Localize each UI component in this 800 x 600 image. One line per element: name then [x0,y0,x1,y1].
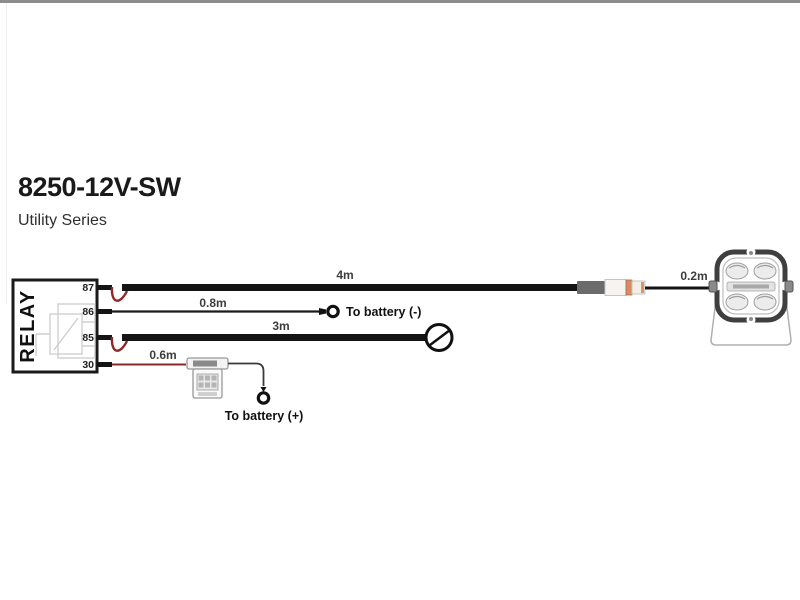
relay-pin-86-stub [97,309,112,314]
left-border-artifact [6,3,7,303]
relay-component: RELAY 87 86 85 30 [11,278,112,374]
relay-pin-85-stub [97,335,112,340]
toggle-switch-lever-icon [429,329,451,346]
wire-switch-length-label: 3m [272,319,289,333]
connector-orange-seal [625,279,633,296]
relay-pin-label-85: 85 [82,332,94,344]
light-side-tab-left [708,280,718,293]
wire-fuse-to-positive-terminal [228,362,265,386]
page-subtitle: Utility Series [18,212,107,229]
to-battery-negative-label: To battery (-) [346,305,421,319]
relay-pin-label-86: 86 [82,306,94,318]
led-light-pod-icon [708,247,794,325]
red-jumper-wire-pin85 [110,336,129,352]
ring-terminal-positive-icon [256,391,271,405]
relay-box [11,278,99,374]
inline-fuse-holder-icon [186,357,229,399]
connector-orange-stripe [641,282,644,293]
ring-terminal-negative-icon [326,304,340,319]
wire-switch-3m [122,334,425,341]
red-jumper-wire-pin87 [110,286,129,302]
connector-heatshrink-sleeve [577,281,605,294]
relay-pin-87-stub [97,285,112,290]
wire-light-lead-length-label: 0.2m [680,269,707,283]
relay-label: RELAY [17,289,39,362]
wire-main-4m [122,284,577,291]
connector-body-female [604,279,627,296]
wire-main-length-label: 4m [336,268,353,282]
top-border-strip [0,0,800,3]
to-battery-positive-label: To battery (+) [225,409,304,423]
relay-pin-label-30: 30 [82,359,94,371]
ring-terminal-negative-crimp [319,308,326,315]
page-title: 8250-12V-SW [18,172,181,202]
relay-pin-label-87: 87 [82,282,94,294]
ring-terminal-positive-crimp [260,387,267,392]
relay-pin-30-stub [97,362,112,367]
wire-ground-length-label: 0.8m [199,296,226,310]
light-side-tab-right [784,280,794,293]
relay-internal-schematic-icon [35,303,96,359]
deutsch-connector-icon [577,279,646,296]
wire-power-length-label: 0.6m [149,348,176,362]
